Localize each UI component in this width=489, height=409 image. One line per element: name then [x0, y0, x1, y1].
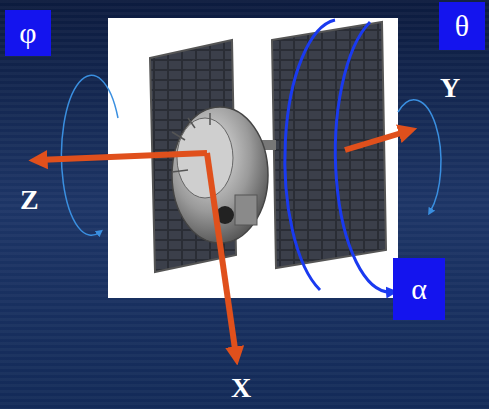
axis-label: Y: [440, 74, 460, 102]
axis-label: Z: [20, 186, 39, 214]
angle-box: θ: [439, 2, 485, 50]
angle-symbol: α: [411, 274, 427, 304]
angle-box: φ: [5, 10, 51, 56]
angle-symbol: θ: [455, 11, 469, 41]
angle-box: α: [393, 258, 445, 320]
angle-symbol: φ: [19, 18, 36, 48]
axis-label: X: [231, 374, 251, 402]
